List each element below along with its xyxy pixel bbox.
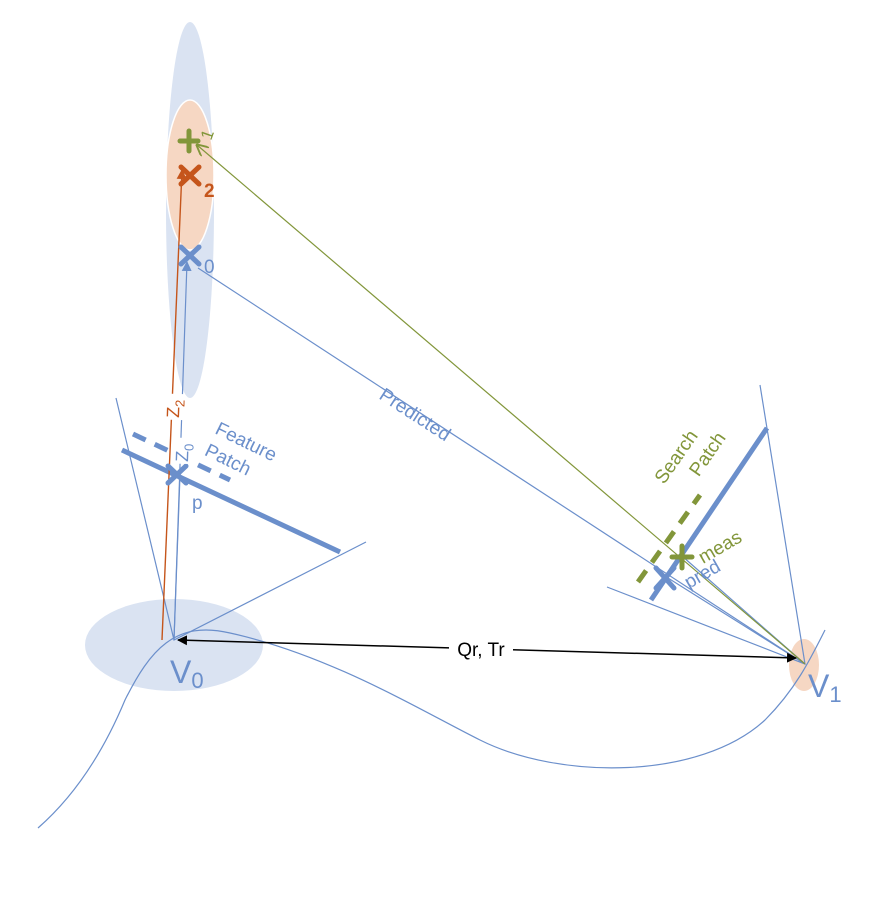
x0-label: 0 — [204, 257, 215, 278]
feature-patch-label: Feature Patch — [201, 419, 280, 481]
x1-cross — [177, 128, 201, 154]
baseline-label-bg — [449, 638, 513, 660]
search-patch-label: Search Patch — [651, 427, 731, 488]
svg-text:Z2: Z2 — [163, 399, 188, 418]
measured-ray — [197, 145, 806, 665]
search-patch-dashed — [635, 493, 703, 584]
predicted-label: Predicted — [375, 385, 454, 446]
z0-label: Z0 — [171, 437, 197, 465]
v1-label: V1 — [808, 668, 842, 707]
x0-cross — [178, 244, 202, 267]
predicted-ray — [197, 267, 806, 665]
pred-cross — [653, 565, 677, 591]
baseline-label: Qr, Tr — [457, 640, 505, 661]
v0-uncertainty-ellipse — [85, 599, 263, 691]
x2-cross — [178, 164, 202, 187]
trajectory-curve — [37, 629, 826, 829]
feature-patch-plane — [120, 447, 342, 555]
p-label: p — [192, 493, 203, 514]
meas-cross — [669, 543, 695, 571]
svg-text:Z0: Z0 — [172, 443, 197, 462]
z2-label: Z2 — [162, 393, 188, 421]
p-cross — [165, 463, 189, 486]
v1-frustum — [606, 384, 806, 665]
x2-label: 2 — [204, 181, 215, 202]
v0-label: V0 — [170, 654, 204, 693]
